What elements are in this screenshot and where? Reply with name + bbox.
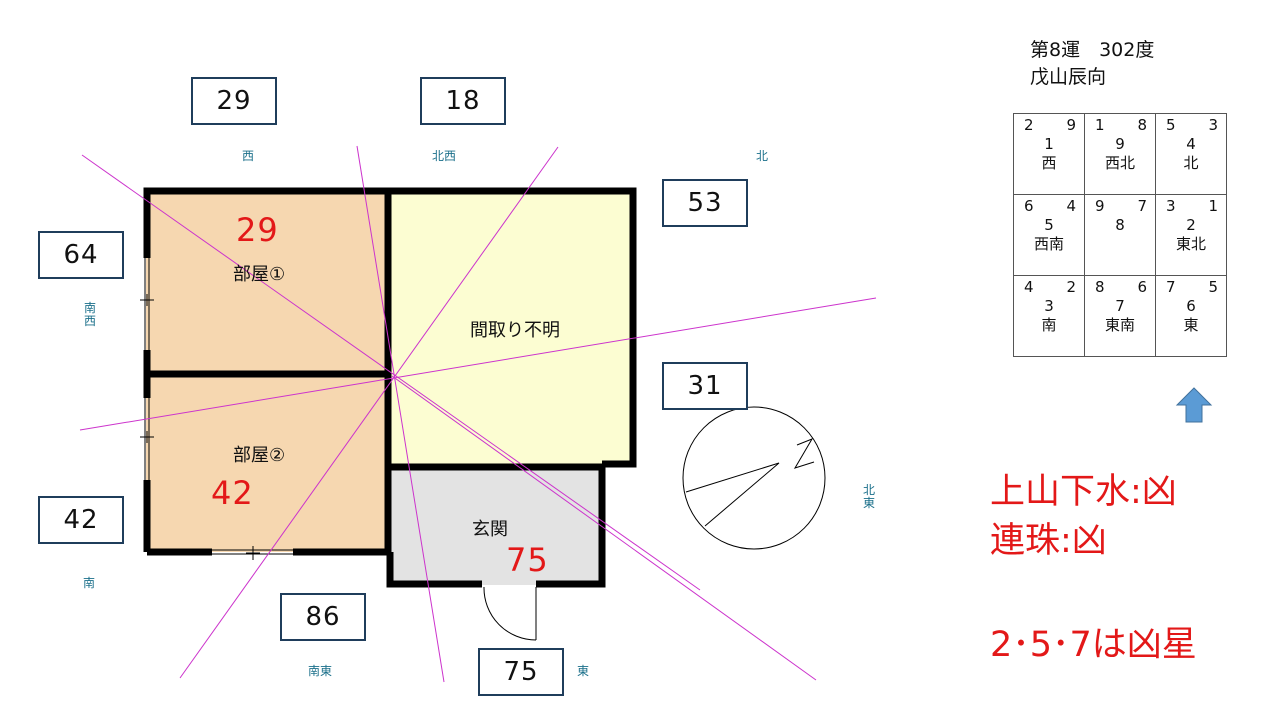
entrance-door xyxy=(483,586,537,641)
chart-row: 6 4 5 西南 9 7 8 3 1 2 東北 xyxy=(1013,194,1227,276)
chart-cell: 6 4 5 西南 xyxy=(1013,194,1085,276)
mountain-star: 8 xyxy=(1095,278,1105,296)
walls xyxy=(143,187,637,588)
period-star: 5 xyxy=(1044,216,1054,234)
cell-direction: 東 xyxy=(1183,316,1199,334)
water-star: 1 xyxy=(1208,197,1218,215)
mountain-star: 6 xyxy=(1024,197,1034,215)
chart-cell: 3 1 2 東北 xyxy=(1155,194,1227,276)
water-star: 5 xyxy=(1208,278,1218,296)
sector-value: 31 xyxy=(687,371,723,401)
water-star: 7 xyxy=(1137,197,1147,215)
sector-box-east: 75 xyxy=(478,648,564,696)
sector-value: 42 xyxy=(63,505,99,535)
period-star: 3 xyxy=(1044,297,1054,315)
unknown-area xyxy=(391,191,633,464)
water-star: 3 xyxy=(1208,116,1218,134)
sector-value: 18 xyxy=(445,86,481,116)
entrance-number: 75 xyxy=(506,541,549,579)
cell-direction: 西南 xyxy=(1033,235,1064,253)
direction-southwest: 南西 xyxy=(83,301,96,328)
period-star: 6 xyxy=(1186,297,1196,315)
chart-cell: 4 2 3 南 xyxy=(1013,275,1085,357)
direction-northeast: 北東 xyxy=(862,483,875,510)
water-star: 6 xyxy=(1137,278,1147,296)
unknown-area-label: 間取り不明 xyxy=(470,320,560,341)
period-star: 2 xyxy=(1186,216,1196,234)
header-period-degree: 第8運 302度 xyxy=(1030,39,1155,61)
sector-value: 86 xyxy=(305,602,341,632)
entrance-label: 玄関 xyxy=(472,519,508,540)
room2-label: 部屋② xyxy=(233,445,286,466)
sector-box-southwest: 64 xyxy=(38,231,124,279)
room2-number: 42 xyxy=(211,474,254,512)
sector-box-north: 53 xyxy=(662,179,748,227)
water-star: 9 xyxy=(1066,116,1076,134)
sector-value: 64 xyxy=(63,240,99,270)
chart-cell: 2 9 1 西 xyxy=(1013,113,1085,195)
chart-cell: 7 5 6 東 xyxy=(1155,275,1227,357)
verdict-upmountain-downwater: 上山下水:凶 xyxy=(990,472,1177,512)
facing-arrow-icon xyxy=(1175,387,1213,423)
chart-cell: 8 6 7 東南 xyxy=(1084,275,1156,357)
mountain-star: 3 xyxy=(1166,197,1176,215)
flying-star-chart: 2 9 1 西 1 8 9 西北 5 3 4 北 6 4 5 西南 9 7 xyxy=(1013,113,1227,357)
mountain-star: 2 xyxy=(1024,116,1034,134)
mountain-star: 9 xyxy=(1095,197,1105,215)
sector-value: 29 xyxy=(216,86,252,116)
sector-value: 53 xyxy=(687,188,723,218)
room1-label: 部屋① xyxy=(233,264,286,285)
direction-south: 南 xyxy=(83,576,96,590)
chart-cell: 9 7 8 xyxy=(1084,194,1156,276)
cell-direction: 東北 xyxy=(1175,235,1206,253)
chart-row: 2 9 1 西 1 8 9 西北 5 3 4 北 xyxy=(1013,113,1227,195)
sector-box-southeast: 86 xyxy=(280,593,366,641)
header-mountain-facing: 戊山辰向 xyxy=(1030,66,1107,88)
water-star: 8 xyxy=(1137,116,1147,134)
direction-northwest: 北西 xyxy=(432,149,457,163)
sector-box-northeast: 31 xyxy=(662,362,748,410)
mountain-star: 5 xyxy=(1166,116,1176,134)
chart-cell: 5 3 4 北 xyxy=(1155,113,1227,195)
cell-direction: 南 xyxy=(1041,316,1057,334)
direction-east: 東 xyxy=(577,664,590,678)
water-star: 4 xyxy=(1066,197,1076,215)
room1-number: 29 xyxy=(236,211,279,249)
water-star: 2 xyxy=(1066,278,1076,296)
windows xyxy=(140,258,293,560)
chart-row: 4 2 3 南 8 6 7 東南 7 5 6 東 xyxy=(1013,275,1227,357)
cell-direction: 西 xyxy=(1041,154,1057,172)
period-star: 8 xyxy=(1115,216,1125,234)
direction-southeast: 南東 xyxy=(308,664,333,678)
sector-lines xyxy=(79,145,877,683)
cell-direction: 西北 xyxy=(1104,154,1135,172)
cell-direction: 北 xyxy=(1183,154,1199,172)
compass xyxy=(682,406,826,550)
period-star: 9 xyxy=(1115,135,1125,153)
direction-north: 北 xyxy=(756,149,769,163)
period-star: 1 xyxy=(1044,135,1054,153)
sector-box-south: 42 xyxy=(38,496,124,544)
direction-west: 西 xyxy=(242,149,255,163)
mountain-star: 1 xyxy=(1095,116,1105,134)
chart-cell: 1 8 9 西北 xyxy=(1084,113,1156,195)
sector-box-northwest: 18 xyxy=(420,77,506,125)
room2-area xyxy=(146,374,388,552)
period-star: 7 xyxy=(1115,297,1125,315)
sector-value: 75 xyxy=(503,657,539,687)
mountain-star: 7 xyxy=(1166,278,1176,296)
mountain-star: 4 xyxy=(1024,278,1034,296)
cell-direction: 東南 xyxy=(1104,316,1135,334)
sector-box-west: 29 xyxy=(191,77,277,125)
verdict-bad-stars: 2･5･7は凶星 xyxy=(990,625,1197,665)
verdict-linked-pearls: 連珠:凶 xyxy=(990,521,1107,561)
period-star: 4 xyxy=(1186,135,1196,153)
